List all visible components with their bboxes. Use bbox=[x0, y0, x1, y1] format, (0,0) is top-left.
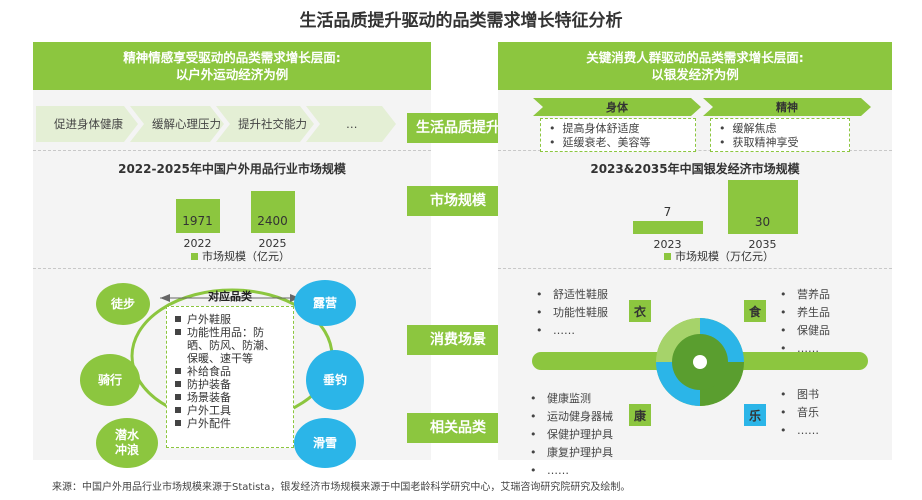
activity-hiking: 徒步 bbox=[96, 283, 150, 325]
scene-item: • 音乐 bbox=[780, 406, 819, 419]
x-tick-label: 2022 bbox=[183, 237, 212, 250]
chevron-item: … bbox=[306, 106, 396, 142]
need-box-spirit: • 缓解焦虑 • 获取精神享受 bbox=[710, 118, 850, 152]
products-box: 户外鞋服 功能性用品：防晒、防风、防潮、保暖、速干等 补给食品 防护装备 场景装… bbox=[166, 306, 294, 448]
scene-item: • 图书 bbox=[780, 388, 819, 401]
left-chart-title: 2022-2025年中国户外用品行业市场规模 bbox=[118, 162, 346, 176]
left-chart-legend: 市场规模（亿元） bbox=[191, 248, 290, 264]
product-item: 补给食品 bbox=[175, 365, 285, 378]
scene-tag-clothing: 衣 bbox=[629, 300, 651, 322]
product-item: 防护装备 bbox=[175, 378, 285, 391]
bar-value-label: 1971 bbox=[182, 214, 213, 228]
scene-item: • 健康监测 bbox=[530, 392, 591, 405]
left-bar-chart: 1971 2022 2400 2025 bbox=[160, 185, 310, 250]
bar-value-label: 2400 bbox=[257, 214, 288, 228]
need-item: • 提高身体舒适度 bbox=[549, 122, 640, 135]
chart-bar bbox=[250, 191, 295, 233]
activity-camping: 露营 bbox=[294, 280, 356, 326]
activity-skiing: 滑雪 bbox=[294, 418, 356, 468]
legend-label: 市场规模（万亿元） bbox=[675, 250, 774, 263]
x-tick-label: 2023 bbox=[653, 238, 682, 251]
bar-value-label: 7 bbox=[663, 205, 672, 220]
need-item: • 获取精神享受 bbox=[719, 136, 799, 149]
scene-tag-fun: 乐 bbox=[744, 404, 766, 426]
left-panel-header: 精神情感享受驱动的品类需求增长层面: 以户外运动经济为例 bbox=[33, 42, 431, 90]
product-item: 户外工具 bbox=[175, 404, 285, 417]
scene-item: • …… bbox=[780, 424, 819, 437]
scene-tag-food: 食 bbox=[744, 300, 766, 322]
need-label-spirit: 精神 bbox=[703, 98, 871, 116]
activity-cycling: 骑行 bbox=[80, 354, 140, 406]
x-tick-label: 2035 bbox=[748, 238, 777, 251]
divider bbox=[498, 268, 892, 269]
chart-bar bbox=[632, 221, 703, 234]
page-title: 生活品质提升驱动的品类需求增长特征分析 bbox=[299, 11, 623, 31]
divider bbox=[33, 268, 431, 269]
need-label-body: 身体 bbox=[533, 98, 701, 116]
right-panel-header: 关键消费人群驱动的品类需求增长层面: 以银发经济为例 bbox=[498, 42, 892, 90]
scene-item: • 功能性鞋服 bbox=[536, 306, 608, 319]
scene-item: • 运动健身器械 bbox=[530, 410, 613, 423]
product-item: 户外配件 bbox=[175, 417, 285, 430]
scene-item: • …… bbox=[536, 324, 575, 337]
left-header-line2: 以户外运动经济为例 bbox=[175, 67, 289, 82]
need-item: • 延缓衰老、美容等 bbox=[549, 136, 651, 149]
center-tag-quality: 生活品质提升 bbox=[407, 113, 509, 143]
scene-item: • 营养品 bbox=[780, 288, 830, 301]
legend-label: 市场规模（亿元） bbox=[202, 250, 290, 263]
scene-list-fun: • 图书 • 音乐 • …… bbox=[780, 386, 819, 440]
left-header-line1: 精神情感享受驱动的品类需求增长层面: bbox=[123, 50, 341, 65]
source-footnote: 来源：中国户外用品行业市场规模来源于Statista，银发经济市场规模来源于中国… bbox=[52, 482, 631, 493]
right-chart-legend: 市场规模（万亿元） bbox=[664, 248, 774, 264]
product-item: 户外鞋服 bbox=[175, 313, 285, 326]
need-item: • 缓解焦虑 bbox=[719, 122, 777, 135]
scene-tag-health: 康 bbox=[629, 404, 651, 426]
x-tick-label: 2025 bbox=[258, 237, 287, 250]
center-tag-categories: 相关品类 bbox=[407, 413, 509, 443]
right-header-line2: 以银发经济为例 bbox=[651, 67, 739, 82]
chevron-item: 提升社交能力 bbox=[216, 106, 314, 142]
scene-item: • …… bbox=[530, 464, 569, 477]
scene-item: • …… bbox=[780, 342, 819, 355]
scene-list-health: • 健康监测 • 运动健身器械 • 保健护理护具 • 康复护理护具 • …… bbox=[530, 390, 613, 480]
bar-value-label: 30 bbox=[754, 215, 771, 229]
legend-swatch bbox=[664, 252, 671, 260]
activity-diving-surfing: 潜水 冲浪 bbox=[96, 418, 158, 468]
product-item: 场景装备 bbox=[175, 391, 285, 404]
scene-item: • 保健品 bbox=[780, 324, 830, 337]
scene-item: • 舒适性鞋服 bbox=[536, 288, 608, 301]
scene-list-food: • 营养品 • 养生品 • 保健品 • …… bbox=[780, 286, 830, 358]
right-bar-chart: 7 2023 30 2035 bbox=[620, 180, 810, 251]
scene-list-clothing: • 舒适性鞋服 • 功能性鞋服 • …… bbox=[536, 286, 608, 340]
need-box-body: • 提高身体舒适度 • 延缓衰老、美容等 bbox=[540, 118, 696, 152]
activity-fishing: 垂钓 bbox=[306, 350, 364, 410]
chevron-item: 缓解心理压力 bbox=[130, 106, 224, 142]
chart-bar bbox=[727, 180, 798, 234]
right-header-line1: 关键消费人群驱动的品类需求增长层面: bbox=[586, 50, 804, 65]
scene-item: • 养生品 bbox=[780, 306, 830, 319]
scene-wheel bbox=[532, 318, 868, 406]
scene-item: • 康复护理护具 bbox=[530, 446, 613, 459]
chevron-item: 促进身体健康 bbox=[36, 106, 138, 142]
chart-bar bbox=[175, 198, 220, 233]
products-title: 对应品类 bbox=[208, 290, 252, 303]
product-item: 功能性用品：防晒、防风、防潮、保暖、速干等 bbox=[175, 326, 285, 365]
center-tag-market-size: 市场规模 bbox=[407, 186, 509, 216]
center-tag-consumption-scene: 消费场景 bbox=[407, 325, 509, 355]
divider bbox=[33, 150, 431, 151]
right-chart-title: 2023&2035年中国银发经济市场规模 bbox=[590, 162, 800, 176]
legend-swatch bbox=[191, 252, 198, 260]
scene-item: • 保健护理护具 bbox=[530, 428, 613, 441]
